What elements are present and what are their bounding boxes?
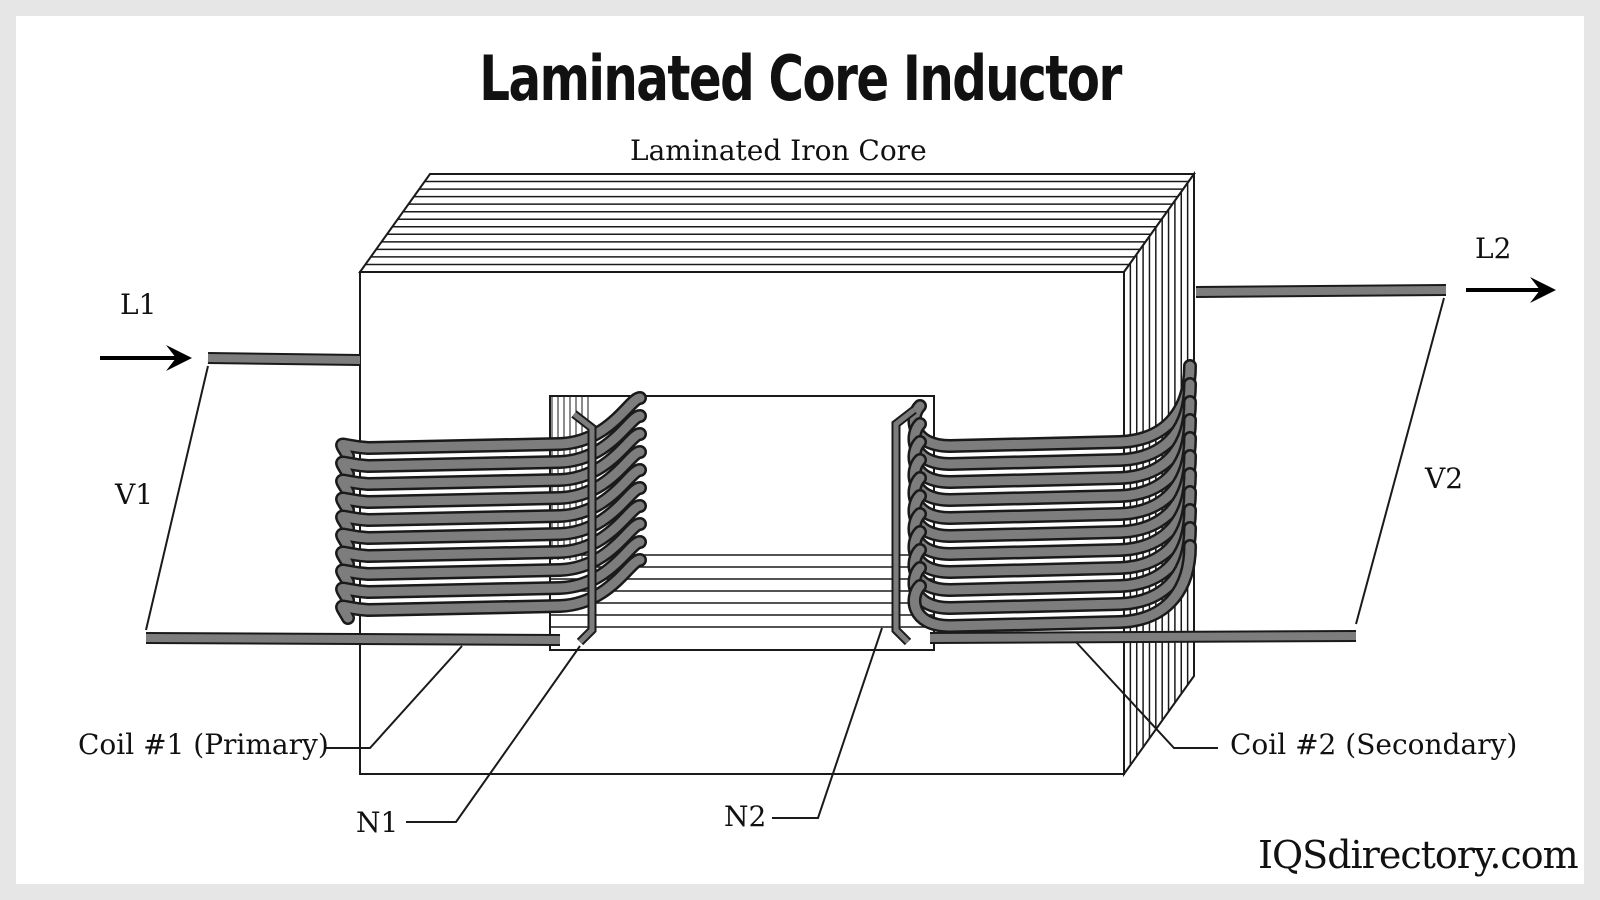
current-arrows [100, 277, 1556, 371]
primary-return-wire [145, 634, 561, 644]
coil-turn [337, 483, 645, 551]
n1-lead [572, 412, 595, 644]
n1-label: N1 [356, 806, 399, 839]
v2-line [1355, 297, 1445, 625]
secondary-return-wire [929, 632, 1357, 642]
lead-wires [145, 284, 1447, 646]
n1-leader [406, 645, 581, 823]
n2-label: N2 [724, 800, 767, 833]
core-label: Laminated Iron Core [630, 134, 927, 167]
coil1-leader [326, 645, 463, 749]
n2-leader [772, 627, 883, 819]
coil-turn [337, 555, 645, 623]
coil1-label: Coil #1 (Primary) [78, 728, 329, 761]
coil-turn [337, 537, 645, 605]
coil-turn [337, 429, 645, 497]
v1-line [145, 365, 209, 631]
l2-output-wire [1195, 286, 1447, 296]
l1-input-wire [207, 354, 361, 364]
brand-watermark: IQSdirectory.com [1258, 833, 1579, 877]
coil-turn [337, 519, 645, 587]
n2-lead [893, 408, 916, 644]
coil-turn [910, 541, 1195, 631]
coil-turn [337, 411, 645, 479]
coil2-leader [1075, 641, 1218, 749]
l1-label: L1 [120, 288, 157, 321]
v1-label: V1 [115, 478, 154, 511]
diagram-title: Laminated Core Inductor [479, 42, 1122, 115]
l2-label: L2 [1475, 232, 1512, 265]
coil-turn [337, 465, 645, 533]
coil-turn [337, 501, 645, 569]
v2-label: V2 [1425, 462, 1464, 495]
l2-arrow-head [1530, 277, 1556, 303]
secondary-coil [907, 359, 1197, 634]
coil-turn [337, 393, 645, 461]
l1-arrow-head [166, 345, 192, 371]
coil-turn [337, 447, 645, 515]
primary-coil [335, 391, 647, 625]
coil2-label: Coil #2 (Secondary) [1230, 728, 1518, 761]
leader-lines [145, 297, 1445, 823]
